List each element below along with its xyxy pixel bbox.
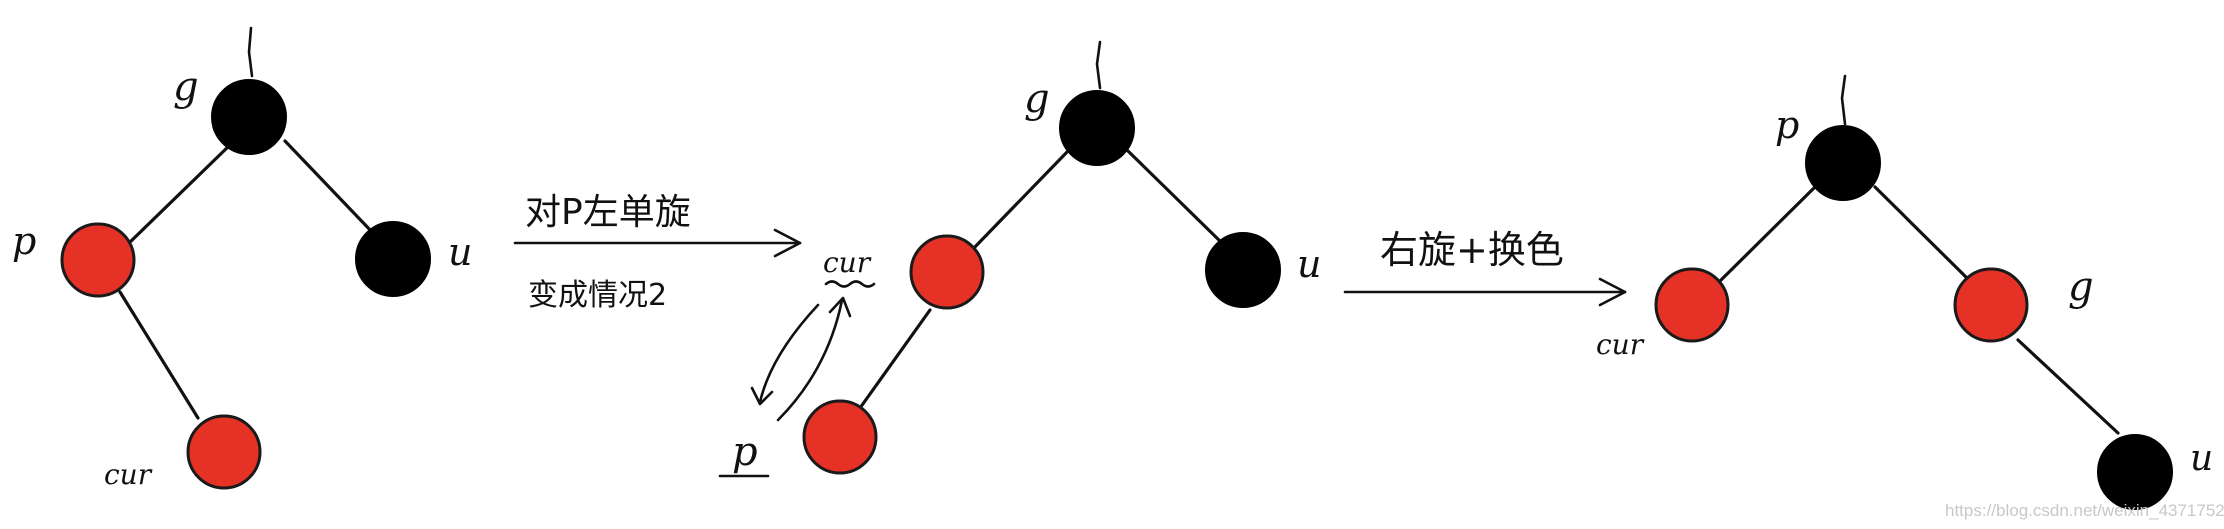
tree1-node-u bbox=[355, 221, 431, 297]
tree3-node-u bbox=[2097, 434, 2173, 510]
watermark: https://blog.csdn.net/weixin_43717520 bbox=[1945, 501, 2224, 520]
tree3-node-g bbox=[1953, 267, 2029, 343]
tree2-label-p: p bbox=[732, 429, 758, 475]
tree3-node-p bbox=[1805, 125, 1881, 201]
tree-2: g u cur p bbox=[718, 40, 1321, 478]
tree1-node-p bbox=[60, 222, 136, 298]
arrow1-label-bottom: 变成情况2 bbox=[528, 278, 667, 313]
arrow1-label-top: 对P左单旋 bbox=[525, 192, 691, 233]
arrow-step-1: 对P左单旋 变成情况2 bbox=[513, 192, 802, 313]
swap-arrow-down-head bbox=[750, 386, 774, 406]
tree1-label-cur: cur bbox=[104, 458, 153, 491]
tree2-node-cur bbox=[909, 234, 985, 310]
tree1-node-cur bbox=[186, 414, 262, 490]
tree3-label-cur: cur bbox=[1596, 328, 1645, 361]
tree3-edge-g-u bbox=[2016, 338, 2120, 435]
tree1-label-g: g bbox=[173, 64, 199, 110]
tree2-node-u bbox=[1205, 232, 1281, 308]
tree1-parent-link bbox=[247, 26, 254, 78]
tree1-edge-p-cur bbox=[118, 290, 200, 420]
tree3-label-g: g bbox=[2068, 264, 2094, 310]
tree2-node-g bbox=[1059, 90, 1135, 166]
tree3-label-p: p bbox=[1775, 103, 1799, 147]
tree2-label-g: g bbox=[1024, 76, 1050, 122]
tree3-node-cur bbox=[1654, 267, 1730, 343]
tree3-edge-p-cur bbox=[1716, 185, 1817, 285]
tree2-edge-g-cur bbox=[970, 149, 1070, 252]
tree-1: g p u cur bbox=[12, 26, 472, 491]
tree1-edge-g-p bbox=[124, 141, 234, 248]
arrow2-head bbox=[1598, 277, 1627, 307]
tree3-edge-p-g bbox=[1873, 185, 1974, 285]
tree2-node-p bbox=[802, 399, 878, 475]
tree1-label-u: u bbox=[448, 230, 472, 274]
tree1-node-g bbox=[211, 79, 287, 155]
tree2-cur-squiggle bbox=[824, 280, 876, 288]
arrow1-head bbox=[773, 228, 802, 258]
tree3-parent-link bbox=[1840, 74, 1847, 126]
tree2-label-cur: cur bbox=[823, 246, 872, 279]
arrow-step-2: 右旋+换色 bbox=[1343, 228, 1627, 307]
tree2-label-u: u bbox=[1297, 242, 1321, 286]
swap-arrow-up-head bbox=[828, 296, 852, 318]
tree2-edge-cur-p bbox=[858, 308, 932, 410]
arrow2-label-top: 右旋+换色 bbox=[1380, 228, 1564, 272]
tree2-parent-link bbox=[1095, 40, 1102, 90]
tree-3: p cur g u bbox=[1596, 74, 2213, 510]
tree2-edge-g-u bbox=[1126, 149, 1225, 246]
swap-arrow-up bbox=[776, 298, 844, 422]
swap-arrow-down bbox=[758, 303, 820, 404]
tree1-edge-g-u bbox=[283, 139, 375, 235]
tree1-label-p: p bbox=[12, 219, 36, 263]
tree3-label-u: u bbox=[2190, 438, 2213, 479]
